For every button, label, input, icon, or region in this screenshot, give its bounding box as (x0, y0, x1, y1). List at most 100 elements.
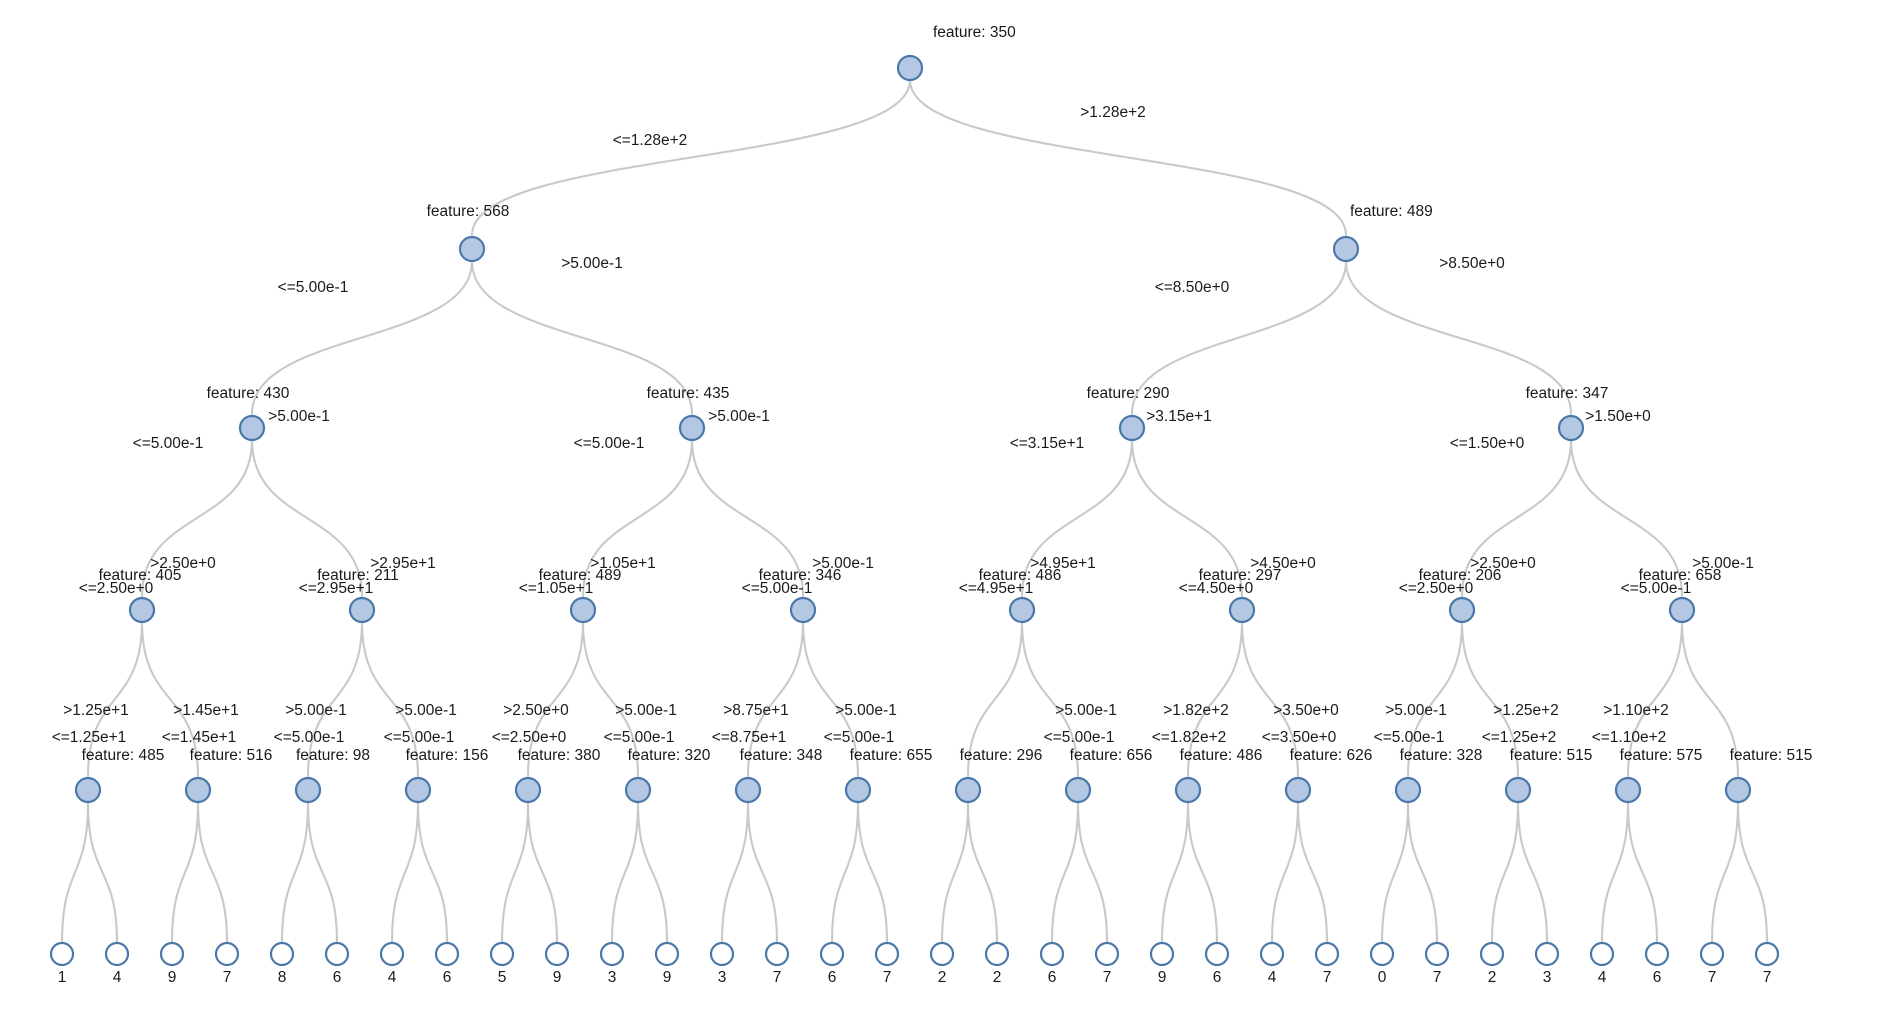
tree-leaf-node[interactable] (1534, 941, 1560, 967)
tree-leaf-node[interactable] (654, 941, 680, 967)
tree-leaf-node[interactable] (1699, 941, 1725, 967)
tree-leaf-node[interactable] (1314, 941, 1340, 967)
tree-edge-label: >1.28e+2 (1080, 104, 1146, 121)
tree-node[interactable] (734, 776, 762, 804)
tree-node[interactable] (1724, 776, 1752, 804)
tree-node[interactable] (954, 776, 982, 804)
tree-node[interactable] (1668, 596, 1696, 624)
tree-leaf-node[interactable] (489, 941, 515, 967)
tree-edge-label: <=1.50e+0 (1450, 435, 1525, 452)
tree-node-label: feature: 380 (518, 747, 601, 764)
tree-node-label: feature: 486 (979, 567, 1062, 584)
tree-node[interactable] (1332, 235, 1360, 263)
tree-edge (1240, 620, 1300, 778)
tree-edge-label: <=1.82e+2 (1152, 729, 1227, 746)
tree-edge-label: >2.50e+0 (503, 702, 569, 719)
tree-leaf-label: 5 (498, 969, 507, 986)
tree-node-label: feature: 348 (740, 747, 823, 764)
tree-node[interactable] (624, 776, 652, 804)
tree-leaf-node[interactable] (434, 941, 460, 967)
tree-leaf-node[interactable] (1589, 941, 1615, 967)
tree-leaf-node[interactable] (1369, 941, 1395, 967)
tree-leaf-node[interactable] (819, 941, 845, 967)
tree-leaf-label: 7 (883, 969, 892, 986)
tree-leaf-label: 6 (1653, 969, 1662, 986)
tree-node[interactable] (404, 776, 432, 804)
tree-node[interactable] (1394, 776, 1422, 804)
nodes-layer (49, 54, 1780, 967)
tree-leaf-node[interactable] (324, 941, 350, 967)
tree-edge-label: <=1.28e+2 (613, 132, 688, 149)
tree-leaf-node[interactable] (1644, 941, 1670, 967)
tree-leaf-node[interactable] (599, 941, 625, 967)
tree-node[interactable] (844, 776, 872, 804)
tree-leaf-edge (1380, 800, 1410, 945)
tree-node[interactable] (1174, 776, 1202, 804)
tree-leaf-node[interactable] (1149, 941, 1175, 967)
tree-leaf-node[interactable] (1259, 941, 1285, 967)
tree-edge (470, 78, 912, 237)
tree-node[interactable] (1228, 596, 1256, 624)
tree-node[interactable] (789, 596, 817, 624)
tree-leaf-label: 9 (1158, 969, 1167, 986)
tree-node[interactable] (458, 235, 486, 263)
tree-leaf-node[interactable] (214, 941, 240, 967)
tree-edge (908, 78, 1348, 237)
tree-node[interactable] (294, 776, 322, 804)
tree-edge-label: >5.00e-1 (835, 702, 897, 719)
tree-leaf-node[interactable] (874, 941, 900, 967)
tree-leaf-label: 7 (1323, 969, 1332, 986)
tree-node[interactable] (514, 776, 542, 804)
tree-leaf-node[interactable] (49, 941, 75, 967)
tree-node[interactable] (128, 596, 156, 624)
tree-node[interactable] (184, 776, 212, 804)
tree-leaf-node[interactable] (929, 941, 955, 967)
tree-edge (1680, 620, 1740, 778)
tree-node[interactable] (1448, 596, 1476, 624)
tree-leaf-edge (1186, 800, 1219, 945)
tree-node-label: feature: 435 (647, 385, 730, 402)
tree-node[interactable] (1504, 776, 1532, 804)
tree-leaf-edge (170, 800, 200, 945)
tree-node-label: feature: 320 (628, 747, 711, 764)
tree-leaf-edge (390, 800, 420, 945)
tree-leaf-node[interactable] (1424, 941, 1450, 967)
tree-leaf-node[interactable] (764, 941, 790, 967)
tree-node[interactable] (348, 596, 376, 624)
tree-node[interactable] (1284, 776, 1312, 804)
tree-leaf-node[interactable] (1204, 941, 1230, 967)
tree-leaf-node[interactable] (1479, 941, 1505, 967)
tree-node[interactable] (74, 776, 102, 804)
tree-leaf-node[interactable] (1094, 941, 1120, 967)
tree-leaf-node[interactable] (1754, 941, 1780, 967)
tree-edge-label: <=1.10e+2 (1592, 729, 1667, 746)
tree-leaf-node[interactable] (1039, 941, 1065, 967)
tree-node[interactable] (1008, 596, 1036, 624)
tree-node[interactable] (1064, 776, 1092, 804)
tree-edge-label: >1.50e+0 (1585, 408, 1651, 425)
tree-leaf-node[interactable] (104, 941, 130, 967)
tree-node[interactable] (569, 596, 597, 624)
tree-leaf-label: 2 (993, 969, 1002, 986)
tree-node-label: feature: 430 (207, 385, 290, 402)
tree-node[interactable] (896, 54, 924, 82)
tree-leaf-node[interactable] (984, 941, 1010, 967)
tree-edge-label: >5.00e-1 (1385, 702, 1447, 719)
tree-node[interactable] (1557, 414, 1585, 442)
tree-leaf-node[interactable] (709, 941, 735, 967)
tree-node[interactable] (678, 414, 706, 442)
tree-node[interactable] (1614, 776, 1642, 804)
tree-leaf-node[interactable] (544, 941, 570, 967)
tree-edge-label: <=8.75e+1 (712, 729, 787, 746)
tree-leaf-node[interactable] (269, 941, 295, 967)
tree-edge (1020, 438, 1134, 598)
tree-node[interactable] (238, 414, 266, 442)
tree-node[interactable] (1118, 414, 1146, 442)
tree-leaf-node[interactable] (379, 941, 405, 967)
tree-edge (1460, 438, 1573, 598)
tree-edge-label: <=5.00e-1 (1044, 729, 1115, 746)
tree-edge-label: >1.10e+2 (1603, 702, 1669, 719)
tree-leaf-node[interactable] (159, 941, 185, 967)
